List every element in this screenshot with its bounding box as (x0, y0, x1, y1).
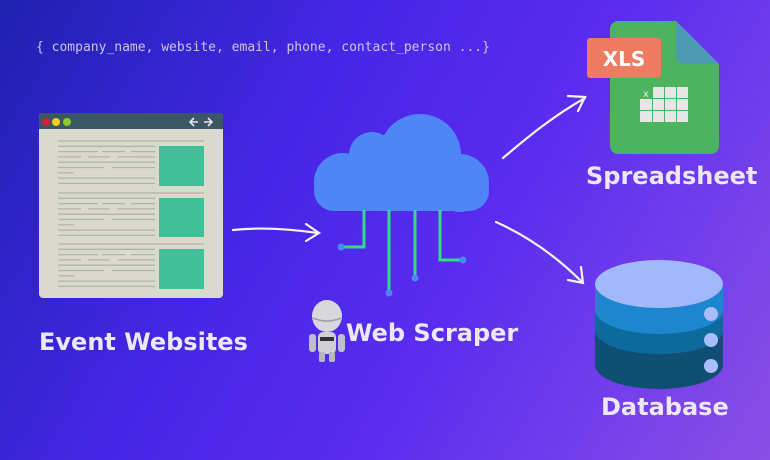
label-spreadsheet: Spreadsheet (586, 162, 757, 190)
cloud-icon (314, 114, 489, 297)
browser-window-icon (39, 113, 223, 298)
arrow-to-database (494, 220, 585, 285)
arrow-to-spreadsheet (501, 94, 587, 160)
robot-icon (309, 300, 345, 362)
xls-badge: XLS (603, 47, 646, 71)
cell-mark: x (643, 89, 649, 100)
label-web-scraper: Web Scraper (346, 319, 518, 347)
label-event-websites: Event Websites (39, 328, 248, 356)
label-database: Database (601, 393, 729, 421)
arrow-to-scraper (231, 222, 322, 243)
spreadsheet-icon: XLS x (587, 21, 719, 154)
database-icon (595, 260, 723, 389)
fields-list: { company_name, website, email, phone, c… (36, 40, 490, 55)
